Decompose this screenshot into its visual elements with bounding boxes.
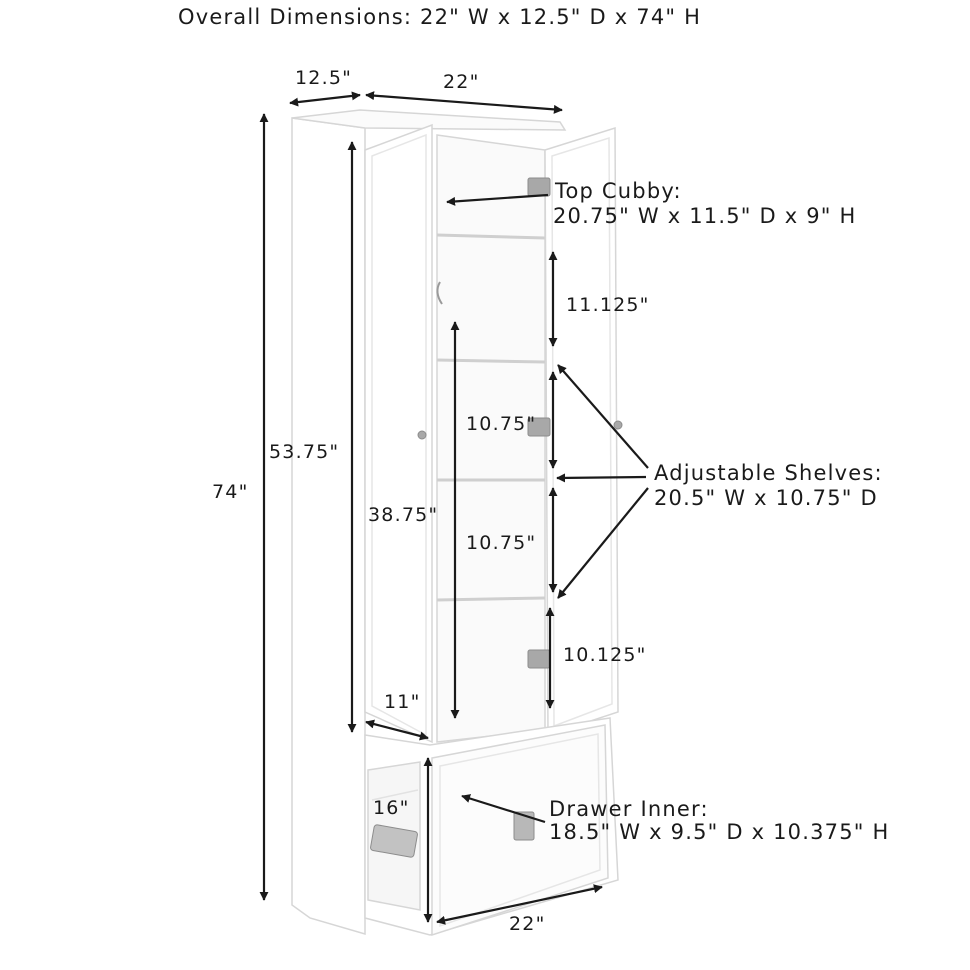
- cabinet-top: [291, 109, 567, 131]
- coat-hook-icon: [436, 281, 443, 305]
- height-total-label: 74": [212, 481, 249, 503]
- depth-label: 12.5": [295, 67, 353, 89]
- page-title: Overall Dimensions: 22" W x 12.5" D x 74…: [178, 5, 702, 29]
- hardware: [370, 177, 623, 858]
- hinge-icon: [527, 177, 551, 197]
- door-height-label: 53.75": [269, 441, 340, 463]
- drawer-title: Drawer Inner:: [549, 797, 709, 821]
- shelf-1: [436, 358, 546, 364]
- leader-top-cubby: [446, 193, 549, 206]
- dimension-arrows: [259, 91, 649, 925]
- shelf-gap-1-label: 11.125": [566, 294, 650, 316]
- interior-height-label: 38.75": [368, 504, 439, 526]
- shelf-gap-2-label: 10.75": [466, 413, 537, 435]
- top-cubby-title: Top Cubby:: [555, 179, 682, 203]
- hinge-icon: [527, 649, 551, 669]
- right-door: [544, 126, 619, 737]
- shelf-gap-4-label: 10.125": [563, 644, 647, 666]
- shelf-3: [436, 596, 546, 602]
- arrow-width-top: [365, 91, 563, 114]
- knob-icon: [417, 430, 427, 440]
- shelf-gap-3-label: 10.75": [466, 532, 537, 554]
- shelves-dims: 20.5" W x 10.75" D: [654, 486, 878, 510]
- knob-icon: [613, 420, 623, 430]
- arrow-interior-depth: [365, 719, 429, 741]
- leader-shelf-c: [557, 487, 649, 599]
- drawer-height-label: 16": [373, 797, 410, 819]
- drawer-pull-icon: [513, 811, 535, 841]
- left-door: [364, 123, 433, 744]
- leader-shelf-a: [557, 364, 649, 469]
- top-cubby-dims: 20.75" W x 11.5" D x 9" H: [553, 204, 857, 228]
- shelf-top-cubby: [436, 233, 546, 240]
- leader-drawer: [461, 794, 546, 824]
- interior-depth-label: 11": [384, 691, 421, 713]
- shelves-title: Adjustable Shelves:: [654, 461, 883, 485]
- width-top-label: 22": [443, 71, 480, 93]
- leader-shelf-b: [556, 473, 647, 483]
- width-bottom-label: 22": [509, 913, 546, 935]
- arrow-depth: [289, 91, 361, 107]
- drawer-dims: 18.5" W x 9.5" D x 10.375" H: [549, 820, 890, 844]
- cabinet-side-panel: [291, 117, 366, 935]
- arrow-width-bottom: [436, 884, 603, 925]
- drawer-slide-icon: [370, 824, 418, 858]
